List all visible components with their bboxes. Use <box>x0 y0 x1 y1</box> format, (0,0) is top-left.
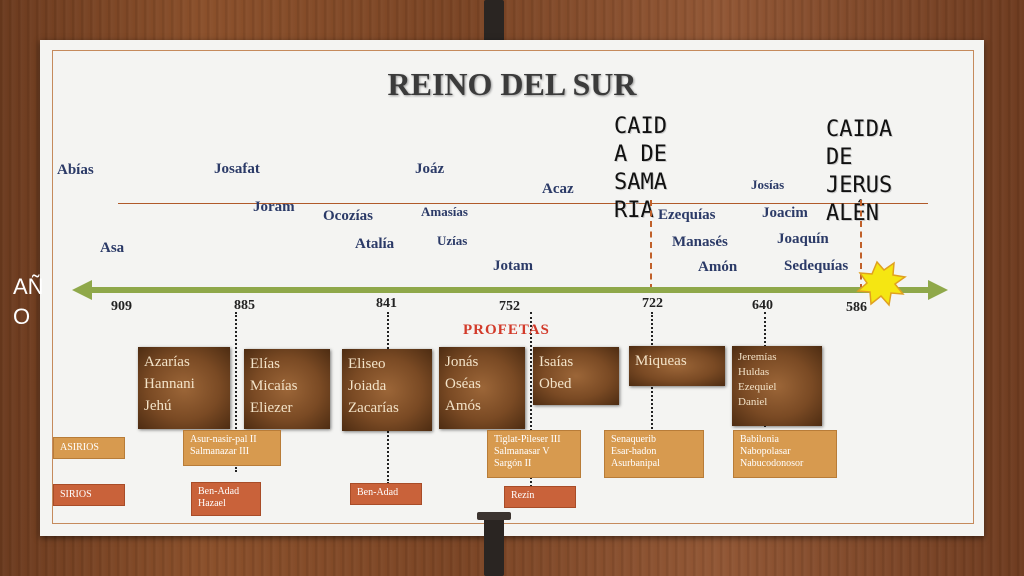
samaria-marker <box>650 200 652 290</box>
asirios-box: Asur-nasir-pal II Salmanazar III <box>183 430 281 466</box>
king-joram: Joram <box>253 199 295 215</box>
king-asa: Asa <box>100 240 125 256</box>
asirios-label: ASIRIOS <box>53 437 125 459</box>
king-joaz: Joáz <box>415 161 445 177</box>
prophet-box: Elías Micaías Eliezer <box>244 349 330 429</box>
jerusalen-marker <box>860 200 862 290</box>
bottom-clip-cap <box>477 512 511 520</box>
explosion-star-icon <box>856 260 907 307</box>
dotted-connector <box>235 312 237 472</box>
event-caida-jerusalen: CAIDA DE JERUS ALÉN <box>826 117 893 226</box>
year-752: 752 <box>499 299 520 314</box>
year-722: 722 <box>642 296 663 311</box>
prophet-box: Jeremías Huldas Ezequiel Daniel <box>732 346 822 426</box>
year-885: 885 <box>234 298 255 313</box>
year-909: 909 <box>111 299 132 314</box>
year-841: 841 <box>376 296 397 311</box>
bottom-clip <box>484 518 504 576</box>
king-josafat: Josafat <box>214 161 260 177</box>
king-joaquin: Joaquín <box>777 231 829 247</box>
king-amasias: Amasías <box>421 204 468 219</box>
prophet-box: Eliseo Joiada Zacarías <box>342 349 432 431</box>
asirios-box: Tiglat-Pileser III Salmanasar V Sargón I… <box>487 430 581 478</box>
king-ocozias: Ocozías <box>323 208 373 224</box>
event-caida-samaria: CAID A DE SAMA RIA <box>614 114 667 223</box>
year-586: 586 <box>846 300 867 315</box>
prophet-box: Azarías Hannani Jehú <box>138 347 230 429</box>
timeline-arrow-left <box>72 280 92 300</box>
asirios-box: Senaquerib Esar-hadon Asurbanipal <box>604 430 704 478</box>
timeline-arrow-right <box>928 280 948 300</box>
page-title: REINO DEL SUR <box>387 66 637 102</box>
sirios-box: Ben-Adad <box>350 483 422 505</box>
sirios-box: Rezín <box>504 486 576 508</box>
sirios-box: Ben-Adad Hazael <box>191 482 261 516</box>
slide-frame <box>52 50 974 524</box>
king-atalia: Atalía <box>355 236 395 252</box>
king-joacim: Joacim <box>762 205 808 221</box>
prophet-box: Jonás Oséas Amós <box>439 347 525 429</box>
king-jotam: Jotam <box>493 258 533 274</box>
king-uzias: Uzías <box>437 233 468 248</box>
king-sedequias: Sedequías <box>784 258 849 274</box>
dotted-connector <box>530 312 532 487</box>
king-amon: Amón <box>698 259 738 275</box>
profetas-label: PROFETAS <box>463 322 550 338</box>
asirios-box: Babilonia Nabopolasar Nabucodonosor <box>733 430 837 478</box>
king-acaz: Acaz <box>542 181 574 197</box>
king-ezequias: Ezequías <box>658 207 716 223</box>
year-640: 640 <box>752 298 773 313</box>
prophet-box: Miqueas <box>629 346 725 386</box>
prophet-box: Isaías Obed <box>533 347 619 405</box>
king-abias: Abías <box>57 162 94 178</box>
king-manases: Manasés <box>672 234 728 250</box>
king-josias: Josías <box>751 177 785 192</box>
side-label: AÑ O <box>13 274 44 329</box>
reign-line <box>118 203 928 204</box>
sirios-label: SIRIOS <box>53 484 125 506</box>
